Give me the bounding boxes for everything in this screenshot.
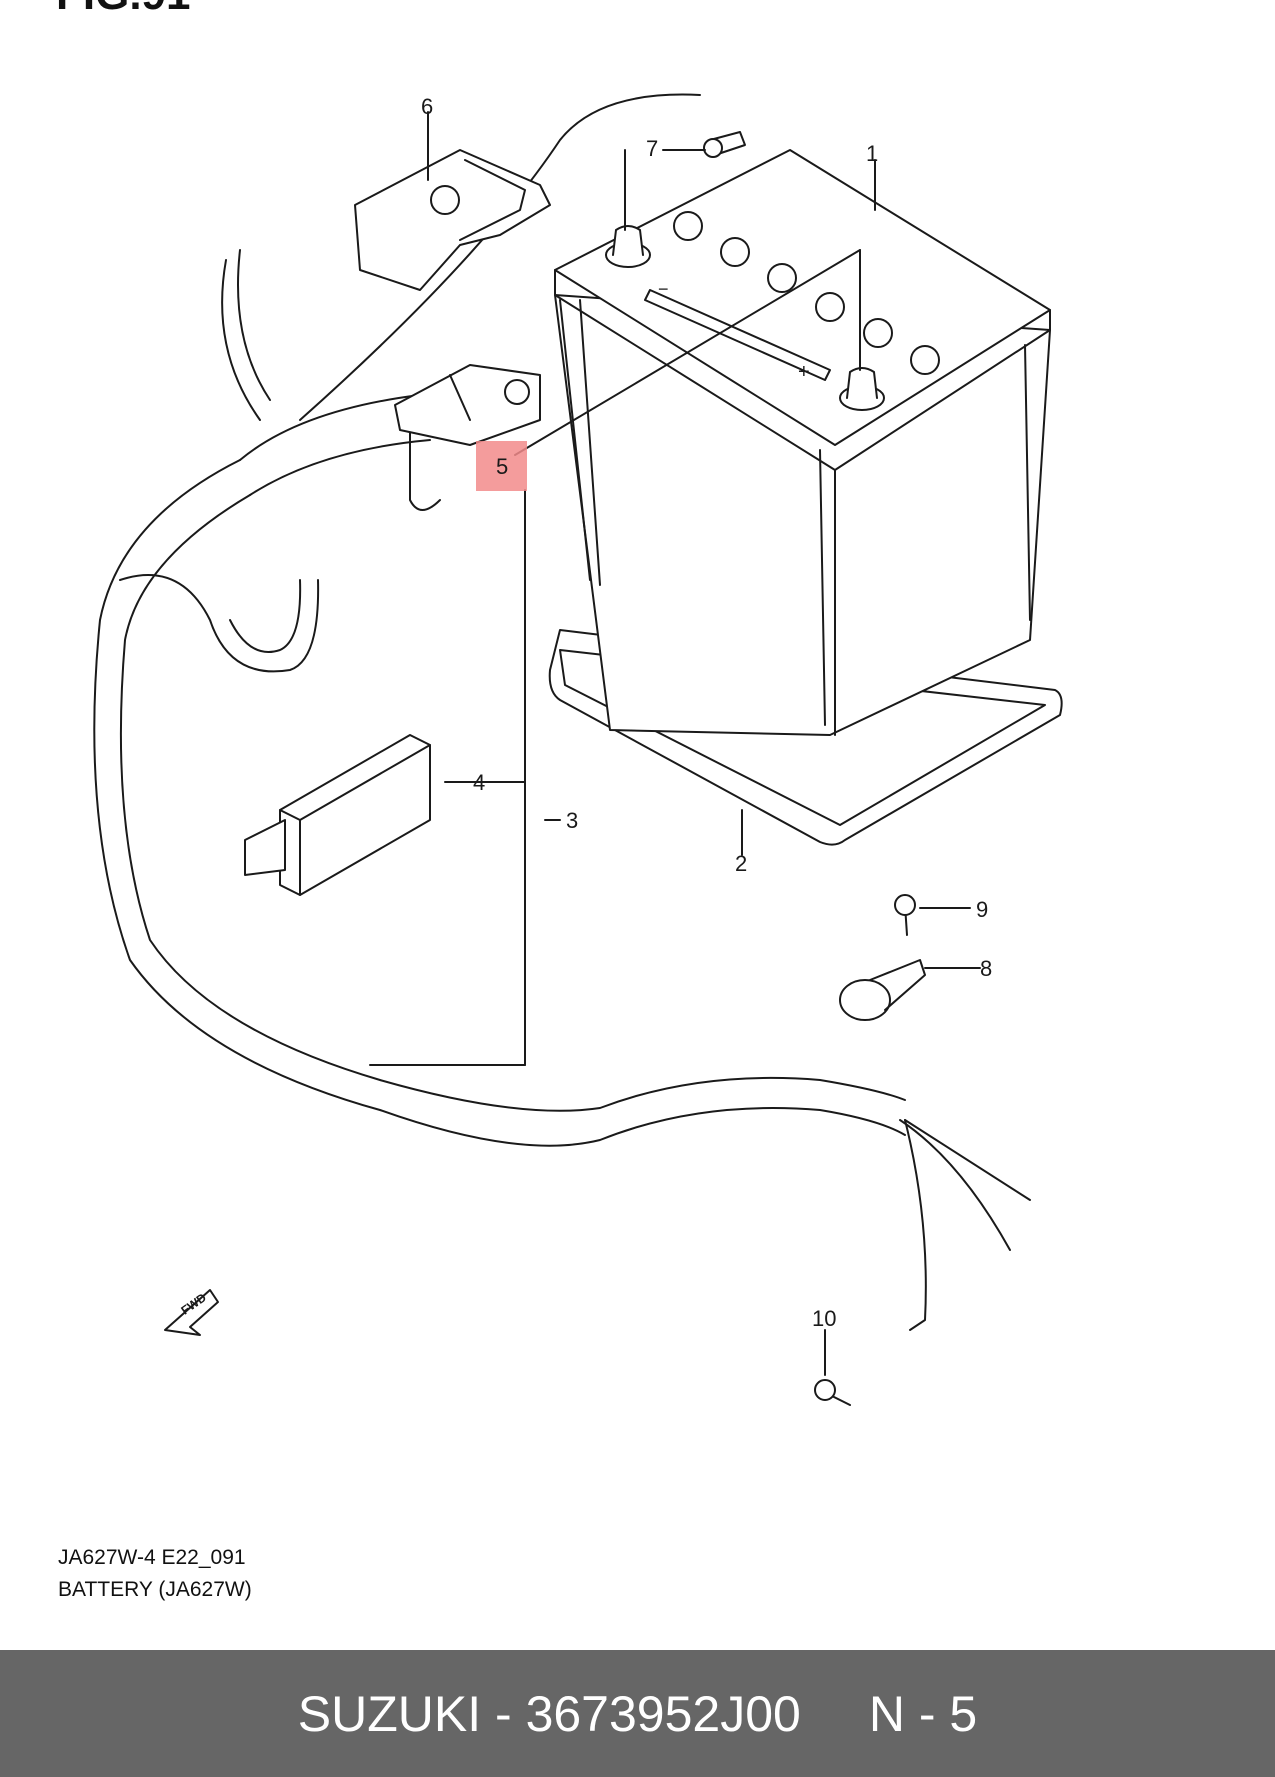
battery: [554, 149, 1051, 736]
callout-4: 4: [473, 770, 486, 795]
diagram-drawing: [93, 93, 1063, 1406]
callout-2: 2: [735, 851, 748, 876]
callout-8: 8: [980, 956, 993, 981]
callout-7: 7: [646, 136, 659, 161]
caption-name: BATTERY (JA627W): [58, 1578, 252, 1601]
relay: [244, 734, 431, 896]
part-number: SUZUKI - 3673952J00: [297, 1685, 801, 1742]
callout-5: 5: [496, 454, 509, 479]
figure-title: FIG.91: [56, 0, 191, 20]
battery-minus-mark: −: [658, 279, 669, 299]
callout-6: 6: [421, 94, 434, 119]
terminal-cover: [354, 149, 551, 291]
battery-plus-mark: +: [798, 361, 810, 383]
clamp: [839, 959, 926, 1021]
callout-1: 1: [866, 141, 879, 166]
callout-9: 9: [976, 897, 989, 922]
bolts: [703, 131, 916, 1406]
footer-bar: SUZUKI - 3673952J00 N - 5: [0, 1650, 1275, 1777]
caption-code: JA627W-4 E22_091: [58, 1546, 246, 1569]
highlight-callout-5: [476, 441, 527, 491]
callout-3: 3: [566, 808, 579, 833]
part-position: N - 5: [868, 1685, 978, 1742]
parts-diagram: FIG.91: [56, 0, 1063, 1601]
terminal-clamp: [394, 364, 541, 446]
wire-harness: [93, 93, 1031, 1331]
fwd-arrow: [164, 1289, 219, 1336]
leader-lines: [369, 111, 981, 1376]
callout-10: 10: [812, 1306, 837, 1331]
